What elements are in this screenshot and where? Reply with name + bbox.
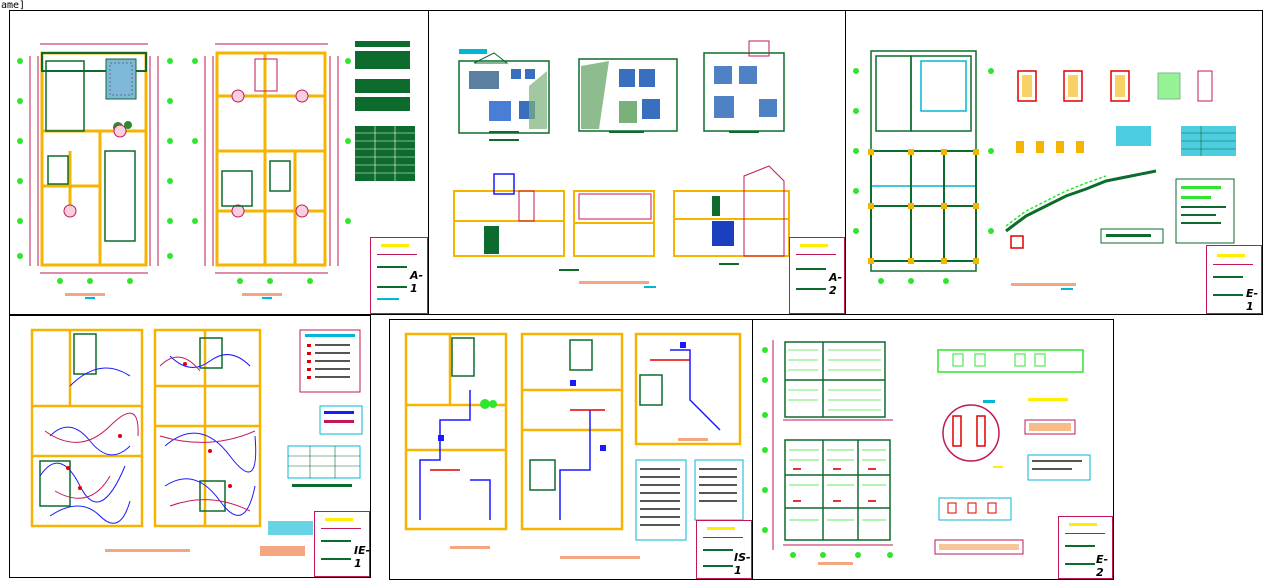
- is1-drawing: [404, 332, 744, 559]
- e1-sheet-code: E-1: [1246, 287, 1259, 313]
- e2-drawing: [762, 340, 1091, 565]
- sheet-e2[interactable]: E-2: [752, 319, 1114, 580]
- sheet-a1[interactable]: A-1: [9, 10, 429, 315]
- frame-label: ame]: [0, 0, 27, 11]
- ie1-title-block: [314, 511, 370, 577]
- is1-title-block: [696, 520, 752, 579]
- e2-sheet-code: E-2: [1096, 553, 1109, 579]
- a2-sheet-code: A-2: [829, 271, 843, 297]
- sheet-ie1[interactable]: IE-1: [9, 315, 371, 578]
- a1-title-block: [370, 237, 428, 314]
- ie1-drawing: [30, 328, 363, 556]
- a2-title-block: [789, 237, 845, 314]
- a1-drawing: [17, 41, 415, 299]
- sheet-is1[interactable]: IS-1: [389, 319, 753, 580]
- a2-drawing: [453, 40, 790, 288]
- ie1-sheet-code: IE-1: [354, 544, 371, 570]
- a1-sheet-code: A-1: [410, 269, 424, 295]
- sheet-a2[interactable]: A-2: [428, 10, 846, 315]
- is1-sheet-code: IS-1: [734, 551, 751, 577]
- sheet-e1[interactable]: E-1: [845, 10, 1263, 315]
- e1-title-block: [1206, 245, 1262, 314]
- e1-drawing: [853, 50, 1236, 290]
- e2-title-block: [1058, 516, 1113, 579]
